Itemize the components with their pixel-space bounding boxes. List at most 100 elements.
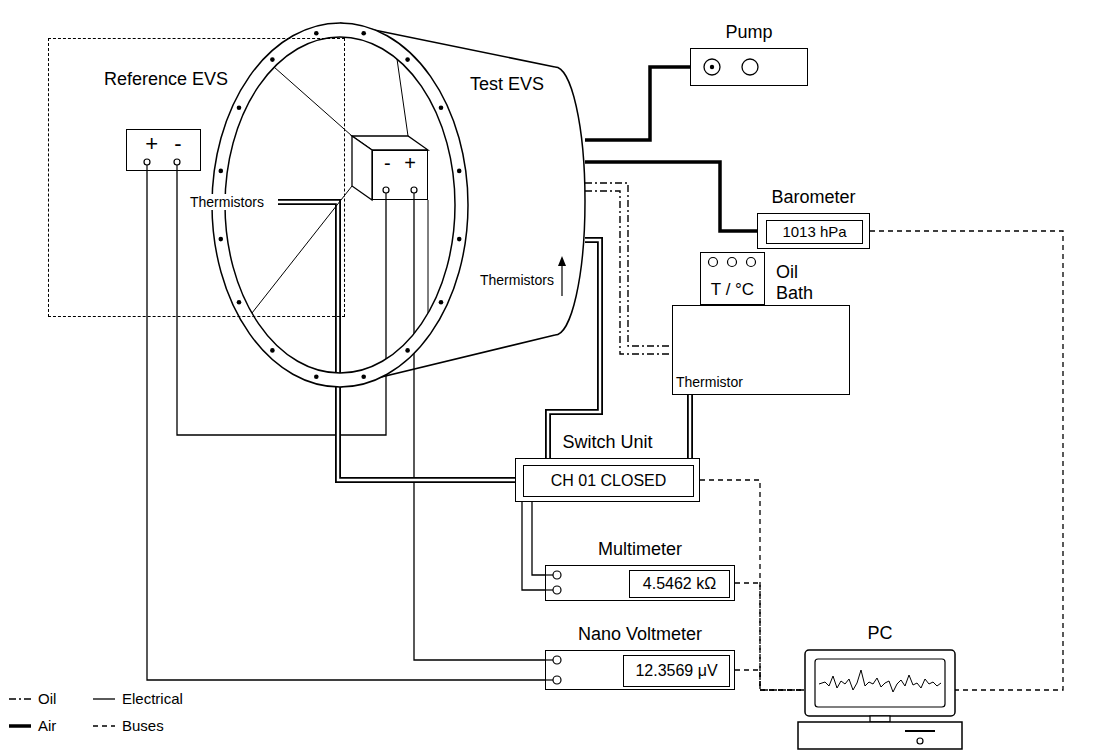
- display-value: 4.5462 kΩ: [643, 575, 716, 593]
- device-label: PC: [867, 623, 892, 644]
- nano-voltmeter-box: Nano Voltmeter12.3569 μV: [545, 650, 735, 690]
- switch-unit-box: Switch UnitCH 01 CLOSED: [515, 458, 700, 502]
- terminal-signs: + -: [145, 131, 181, 156]
- display-readout: 12.3569 μV: [623, 655, 730, 687]
- pump-port: [742, 59, 758, 75]
- terminal-stub: [413, 193, 414, 200]
- terminal-stub: [146, 165, 147, 170]
- legend-entry: Air: [8, 717, 56, 734]
- legend-entry: Oil: [8, 690, 56, 707]
- test-cell: - +: [372, 150, 428, 200]
- oil-connector: [585, 183, 672, 354]
- pc-computer: [798, 650, 962, 749]
- air-connector: [585, 162, 757, 231]
- terminal-signs: - +: [384, 152, 416, 175]
- connector-line: [522, 502, 545, 590]
- bolt: [237, 300, 242, 305]
- terminal: [144, 159, 150, 165]
- legend-sample: [92, 693, 116, 705]
- therm-connector: [548, 240, 600, 458]
- bolt: [237, 105, 242, 110]
- legend-text: Buses: [122, 717, 164, 734]
- monitor: [805, 650, 955, 716]
- support-wire: [252, 186, 352, 313]
- legend-line: [9, 724, 31, 728]
- connector-line: [735, 583, 805, 690]
- terminal-stub: [545, 574, 553, 575]
- bolt: [314, 374, 319, 379]
- air-connector: [585, 67, 690, 140]
- legend-line: [93, 725, 115, 726]
- bolt: [405, 348, 410, 353]
- bolt: [457, 169, 462, 174]
- device-label: Pump: [725, 22, 772, 43]
- test-evs-vessel: Test EVS - +: [212, 23, 585, 387]
- bolt: [219, 169, 224, 174]
- pump-port-dot: [710, 65, 714, 69]
- terminal: [411, 187, 417, 193]
- knob: [747, 258, 756, 267]
- connector-line: [585, 162, 757, 231]
- bolt: [361, 374, 366, 379]
- device-label: Nano Voltmeter: [578, 624, 702, 645]
- legend-entry: Electrical: [92, 690, 183, 707]
- terminal: [553, 586, 561, 594]
- device-label: Switch Unit: [562, 432, 652, 453]
- pump-box: Pump: [690, 48, 808, 86]
- screen: [815, 659, 945, 707]
- sensor-label: Thermistors: [480, 272, 554, 288]
- bolt: [439, 105, 444, 110]
- sensor-label: Thermistor: [676, 374, 743, 390]
- panel-label: T / °C: [711, 280, 754, 300]
- leader-arrowhead: [558, 256, 566, 266]
- sensor-label: Thermistors: [188, 194, 266, 210]
- reference-cell: + -: [126, 129, 201, 171]
- connector-line: [177, 171, 386, 435]
- leader-arrow: [561, 264, 562, 296]
- legend-text: Oil: [38, 690, 56, 707]
- connector-line: [689, 395, 691, 458]
- panel-knobs: [709, 258, 756, 267]
- elec-connector: [147, 171, 545, 680]
- device-label: Multimeter: [598, 539, 682, 560]
- elec-connector: [522, 502, 545, 590]
- display-value: 12.3569 μV: [635, 662, 717, 680]
- terminal: [553, 676, 561, 684]
- terminal: [553, 656, 561, 664]
- legend-entry: Buses: [92, 717, 164, 734]
- multimeter-box: Multimeter4.5462 kΩ: [545, 565, 735, 601]
- device-label: Oil Bath: [776, 262, 838, 303]
- legend-sample: [92, 720, 116, 732]
- cylinder-end: [555, 67, 585, 335]
- computer-base: [798, 722, 962, 749]
- connector-line: [687, 395, 693, 458]
- connector-line: [338, 317, 515, 480]
- legend-text: Electrical: [122, 690, 183, 707]
- support-wire: [274, 67, 352, 136]
- bolt: [361, 31, 366, 36]
- terminal-stub: [545, 659, 553, 660]
- monitor-neck: [870, 716, 890, 722]
- connector-line: [548, 240, 600, 458]
- bolt: [439, 300, 444, 305]
- legend-line: [93, 698, 115, 699]
- connector-line: [585, 67, 690, 140]
- connector-line: [147, 171, 545, 680]
- power-button: [917, 738, 923, 744]
- knob: [709, 258, 718, 267]
- bolt: [270, 348, 275, 353]
- bolt: [314, 31, 319, 36]
- bolt: [270, 57, 275, 62]
- elec-connector: [177, 171, 386, 435]
- connector-line: [338, 317, 515, 480]
- connector-line: [532, 502, 545, 575]
- cable-inner: [278, 202, 338, 317]
- terminal-stub: [176, 165, 177, 170]
- vessel-title: Test EVS: [470, 74, 544, 95]
- terminal: [174, 159, 180, 165]
- connector-line: [735, 670, 805, 690]
- bus-connector: [870, 231, 1063, 690]
- knob: [728, 258, 737, 267]
